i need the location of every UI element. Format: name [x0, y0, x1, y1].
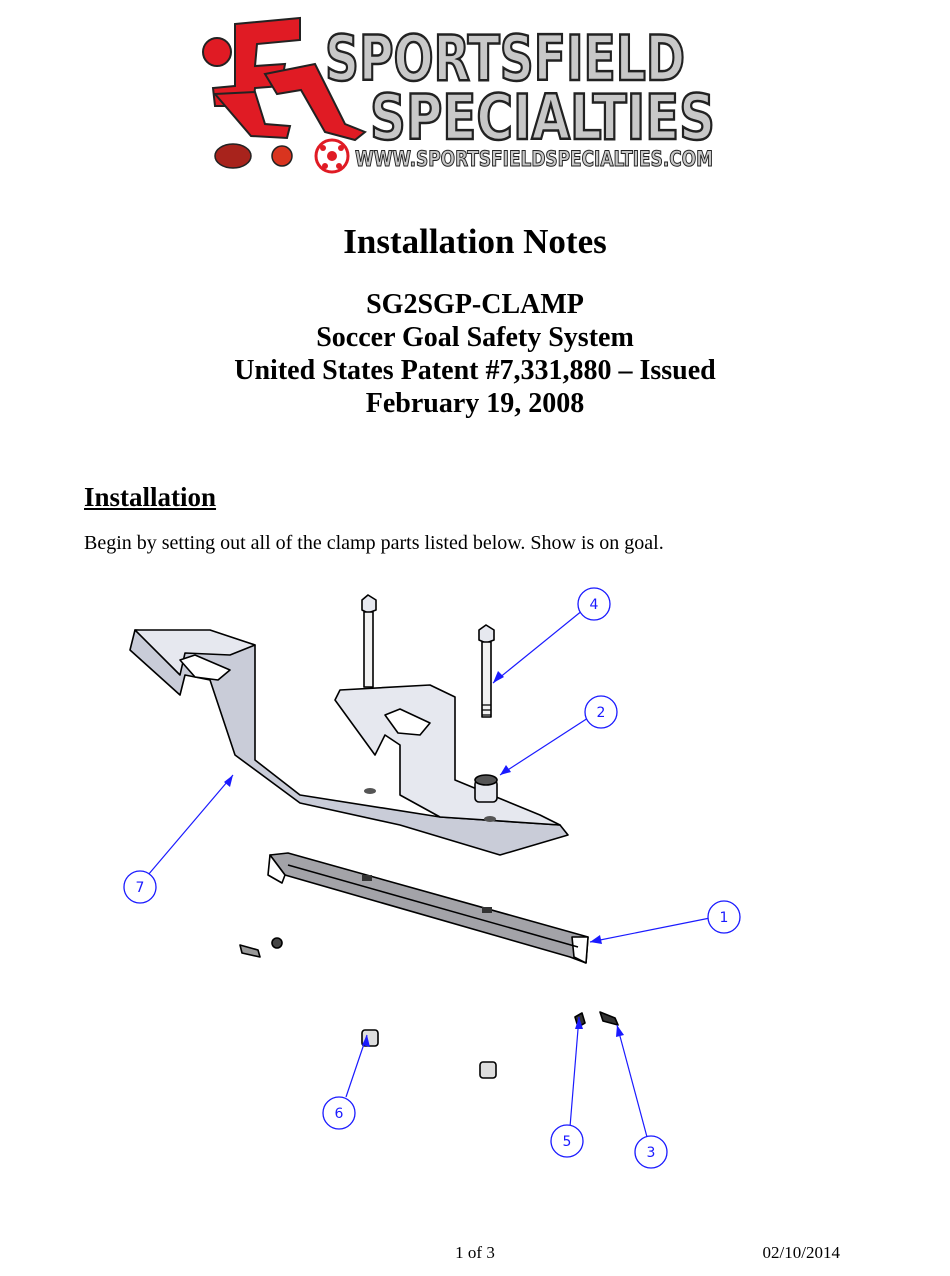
svg-text:6: 6 [335, 1106, 344, 1122]
bolt-part [361, 594, 495, 718]
spacer-part [474, 774, 498, 803]
callout-6: 6 [322, 1096, 356, 1130]
clamp-exploded-diagram: 4 2 7 1 6 5 3 [123, 587, 741, 1169]
section-heading-installation: Installation [84, 482, 217, 512]
product-subtitle: SG2SGP-CLAMP Soccer Goal Safety System U… [0, 288, 950, 420]
page-title: Installation Notes [343, 222, 607, 261]
svg-text:2: 2 [597, 705, 606, 721]
leader-lines [147, 609, 711, 1138]
soccer-ball-icon [314, 138, 350, 174]
svg-text:3: 3 [647, 1145, 656, 1161]
sportsfield-specialties-logo: SPORTSFIELD SPECIALTIES WWW.SPORTSFIELDS… [202, 16, 716, 174]
nut-part [361, 1029, 497, 1079]
screws-left-part [239, 937, 283, 958]
callout-2: 2 [584, 695, 618, 729]
bracket-part [129, 629, 569, 856]
intro-paragraph: Begin by setting out all of the clamp pa… [84, 532, 664, 554]
product-name: Soccer Goal Safety System [316, 322, 634, 353]
svg-text:7: 7 [136, 880, 145, 896]
callout-1: 1 [707, 900, 741, 934]
svg-text:5: 5 [563, 1134, 572, 1150]
bar-part [267, 852, 589, 964]
svg-text:1: 1 [720, 910, 729, 926]
basketball-icon [271, 145, 293, 167]
logo-line2: SPECIALTIES [370, 81, 715, 154]
patent-date: February 19, 2008 [365, 388, 585, 419]
callout-4: 4 [577, 587, 611, 621]
callout-7: 7 [123, 870, 157, 904]
football-icon [214, 143, 252, 169]
patent-line: United States Patent #7,331,880 – Issued [234, 355, 716, 386]
document-date: 02/10/2014 [762, 1243, 840, 1262]
callout-3: 3 [634, 1135, 668, 1169]
product-code: SG2SGP-CLAMP [366, 289, 584, 320]
logo-url: WWW.SPORTSFIELDSPECIALTIES.COM [355, 147, 713, 171]
runner-mark-icon [202, 16, 367, 142]
logo-line1: SPORTSFIELD [325, 22, 685, 95]
page-number: 1 of 3 [455, 1243, 495, 1262]
svg-text:4: 4 [590, 597, 599, 613]
callout-5: 5 [550, 1124, 584, 1158]
